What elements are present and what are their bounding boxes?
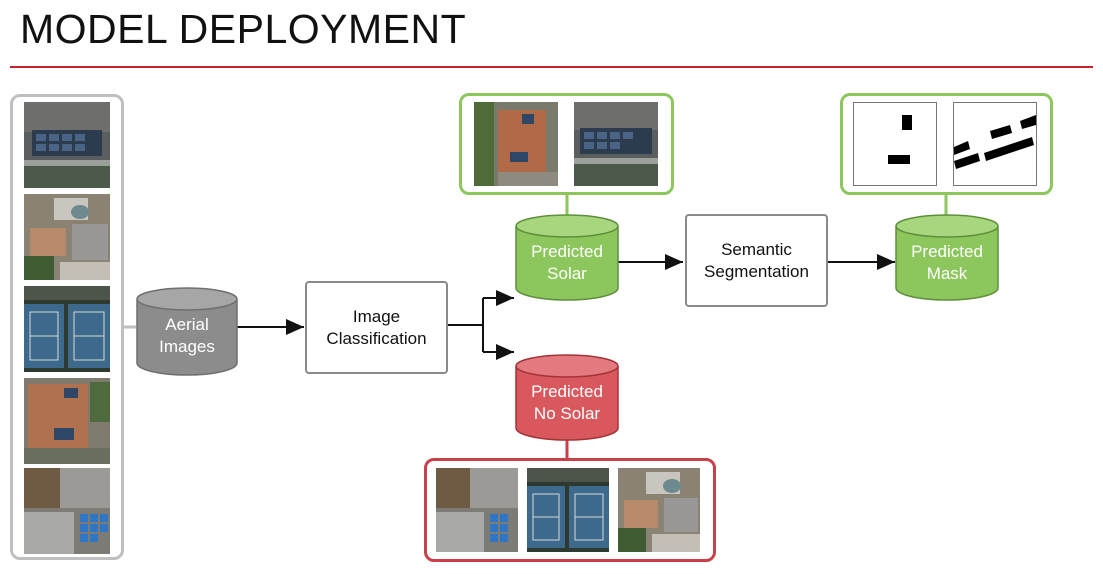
predicted-no-solar-database	[515, 354, 619, 441]
solar-example-thumbnail	[574, 102, 658, 186]
predicted-solar-label: Predicted Solar	[531, 242, 603, 283]
aerial-images-database	[136, 287, 238, 376]
solar-example-thumbnail	[474, 102, 558, 186]
predicted-solar-examples	[459, 93, 674, 195]
predicted-mask-database	[895, 214, 999, 301]
aerial-thumbnail	[24, 194, 110, 280]
predicted-mask-label: Predicted Mask	[911, 242, 983, 283]
mask-example-thumbnail	[853, 102, 937, 186]
aerial-thumbnail	[24, 468, 110, 554]
predicted-no-solar-label: Predicted No Solar	[531, 382, 603, 423]
image-classification-node: Image Classification	[305, 281, 448, 374]
no-solar-example-thumbnail	[618, 468, 700, 552]
aerial-image-panel	[10, 94, 124, 560]
page-title: MODEL DEPLOYMENT	[20, 6, 467, 52]
semantic-segmentation-label: Semantic Segmentation	[704, 239, 809, 281]
aerial-thumbnail	[24, 378, 110, 464]
predicted-mask-examples	[840, 93, 1053, 195]
aerial-thumbnail	[24, 102, 110, 188]
title-divider	[10, 66, 1093, 68]
predicted-no-solar-examples	[424, 458, 716, 562]
mask-example-thumbnail	[953, 102, 1037, 186]
aerial-thumbnail	[24, 286, 110, 372]
aerial-images-label: Aerial Images	[159, 315, 215, 356]
predicted-solar-database	[515, 214, 619, 301]
no-solar-example-thumbnail	[527, 468, 609, 552]
image-classification-label: Image Classification	[326, 306, 427, 348]
semantic-segmentation-node: Semantic Segmentation	[685, 214, 828, 307]
no-solar-example-thumbnail	[436, 468, 518, 552]
